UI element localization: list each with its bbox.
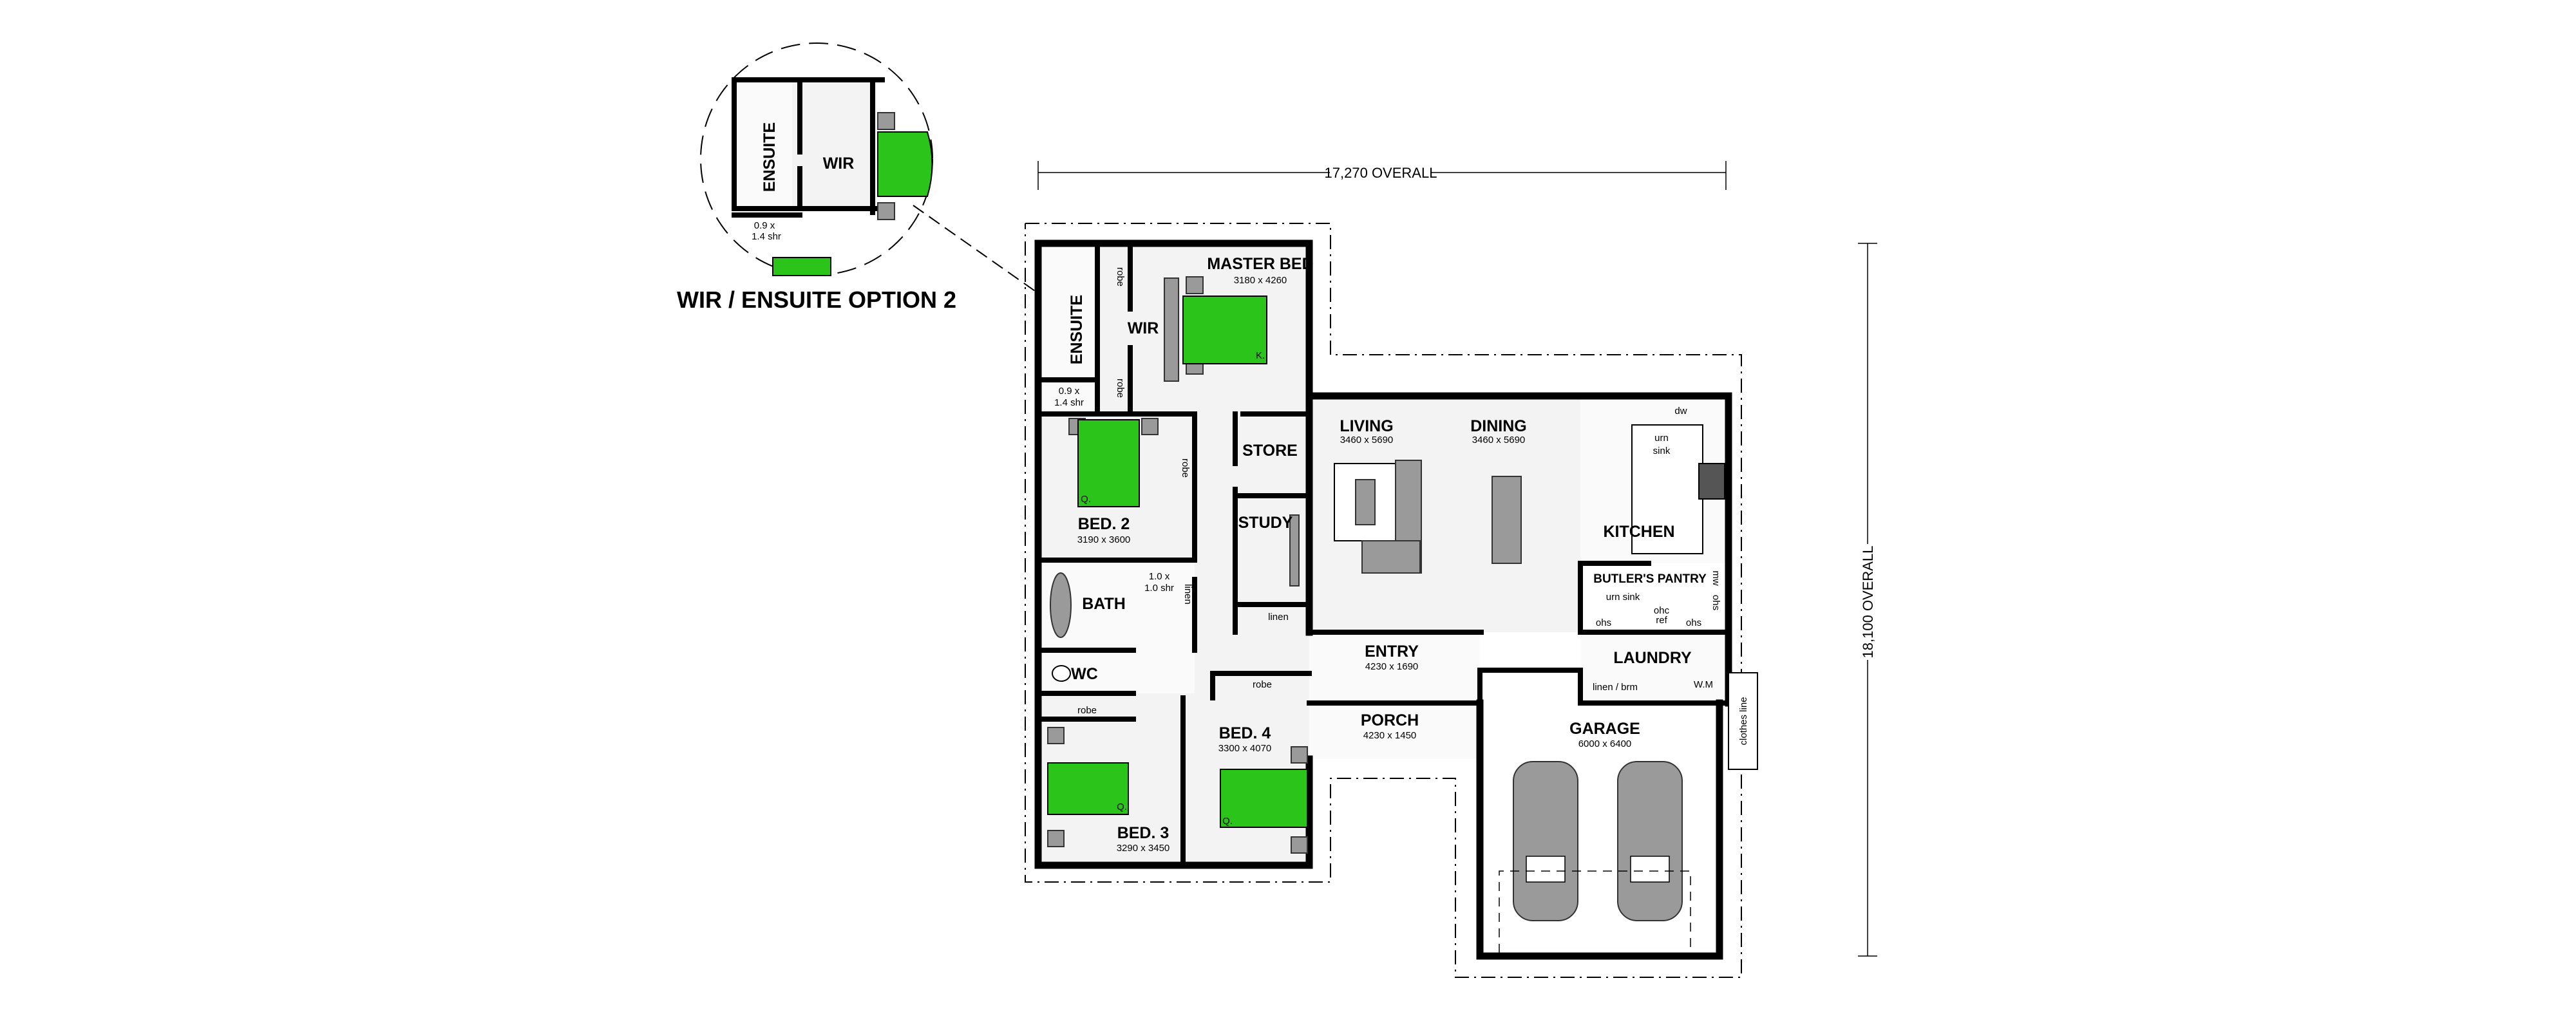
bath-label: BATH — [1082, 595, 1126, 613]
svg-text:1.0 shr: 1.0 shr — [1144, 583, 1174, 594]
svg-text:linen: linen — [1268, 612, 1289, 623]
inset-title: WIR / ENSUITE OPTION 2 — [677, 286, 956, 313]
svg-text:1.4 shr: 1.4 shr — [752, 231, 781, 242]
svg-text:4230 x 1450: 4230 x 1450 — [1363, 730, 1417, 741]
master-bed-k — [1182, 296, 1267, 364]
inset-wir-label: WIR — [823, 155, 855, 173]
svg-text:ref: ref — [1656, 615, 1667, 626]
svg-text:robe: robe — [1077, 705, 1097, 716]
dining-label: DINING — [1470, 417, 1527, 435]
bed4-q — [1220, 769, 1308, 828]
svg-text:0.9 x: 0.9 x — [1059, 386, 1080, 397]
garage-cars — [1499, 761, 1691, 953]
bed2-label: BED. 2 — [1078, 515, 1130, 533]
porch-label: PORCH — [1361, 711, 1419, 729]
svg-text:1.0 x: 1.0 x — [1149, 571, 1170, 582]
width-dimension: 17,270 OVERALL — [1037, 161, 1727, 190]
svg-text:urn: urn — [1654, 433, 1669, 444]
svg-text:Q.: Q. — [1081, 494, 1091, 505]
svg-text:K.: K. — [1256, 350, 1265, 361]
svg-text:W.M: W.M — [1694, 679, 1713, 690]
bed3-label: BED. 3 — [1117, 824, 1170, 842]
store-label: STORE — [1242, 442, 1298, 460]
eave-outline — [1025, 223, 1742, 978]
svg-text:robe: robe — [1253, 679, 1272, 690]
study-label: STUDY — [1238, 514, 1293, 532]
svg-text:robe: robe — [1115, 379, 1126, 398]
inset-ensuite-label: ENSUITE — [761, 122, 779, 192]
bed2-q — [1077, 419, 1140, 507]
width-overall-label: 17,270 OVERALL — [1325, 165, 1437, 181]
garage-label: GARAGE — [1569, 720, 1640, 738]
inset-wir-ensuite-option-2: ENSUITE WIR 0.9 x 1.4 shr WIR / ENSUITE … — [677, 42, 1037, 313]
bed4-label: BED. 4 — [1219, 724, 1271, 742]
living-label: LIVING — [1340, 417, 1393, 435]
svg-text:clothes line: clothes line — [1738, 697, 1749, 745]
svg-text:6000 x 6400: 6000 x 6400 — [1578, 738, 1632, 749]
furniture — [1047, 276, 1725, 854]
svg-text:3290 x 3450: 3290 x 3450 — [1117, 843, 1170, 854]
svg-text:ohs: ohs — [1686, 617, 1701, 628]
svg-text:3190 x 3600: 3190 x 3600 — [1077, 534, 1131, 545]
toilet — [1052, 665, 1071, 682]
room-labels: MASTER BED 3180 x 4260 K. WIR ENSUITE ro… — [1054, 255, 1721, 854]
svg-text:sink: sink — [1653, 446, 1671, 456]
exterior-walls — [1034, 239, 1732, 960]
svg-text:linen / brm: linen / brm — [1593, 682, 1638, 693]
butlers-pantry-label: BUTLER'S PANTRY — [1593, 572, 1707, 586]
svg-text:ohs: ohs — [1596, 617, 1611, 628]
interior-walls — [1036, 241, 1731, 868]
depth-dimension: 18,100 OVERALL — [1857, 243, 1878, 957]
master-bed-size: 3180 x 4260 — [1234, 275, 1287, 286]
svg-text:ohc: ohc — [1654, 605, 1670, 616]
svg-text:3460 x 5690: 3460 x 5690 — [1340, 435, 1394, 446]
svg-text:Q.: Q. — [1222, 816, 1233, 827]
svg-text:dw: dw — [1674, 406, 1687, 417]
bed3-q — [1047, 762, 1129, 815]
svg-text:1.4 shr: 1.4 shr — [1054, 397, 1084, 408]
wir-label: WIR — [1128, 319, 1159, 337]
svg-text:3460 x 5690: 3460 x 5690 — [1472, 435, 1526, 446]
svg-text:urn sink: urn sink — [1606, 592, 1640, 603]
wc-label: WC — [1071, 665, 1098, 683]
svg-text:0.9 x: 0.9 x — [754, 220, 775, 231]
svg-text:robe: robe — [1180, 458, 1191, 478]
depth-overall-label: 18,100 OVERALL — [1860, 546, 1876, 659]
svg-text:Q.: Q. — [1117, 802, 1127, 812]
svg-text:mw: mw — [1710, 570, 1721, 585]
clothes-line: clothes line — [1728, 672, 1758, 770]
svg-text:linen: linen — [1182, 584, 1193, 605]
svg-text:ohs: ohs — [1710, 595, 1721, 610]
laundry-label: LAUNDRY — [1613, 649, 1692, 667]
kitchen-label: KITCHEN — [1603, 523, 1674, 541]
master-bed-label: MASTER BED — [1207, 255, 1313, 273]
svg-text:robe: robe — [1115, 267, 1126, 286]
svg-text:4230 x 1690: 4230 x 1690 — [1365, 661, 1419, 672]
svg-text:3300 x 4070: 3300 x 4070 — [1218, 743, 1272, 754]
entry-label: ENTRY — [1365, 643, 1419, 661]
ensuite-label: ENSUITE — [1068, 295, 1086, 364]
